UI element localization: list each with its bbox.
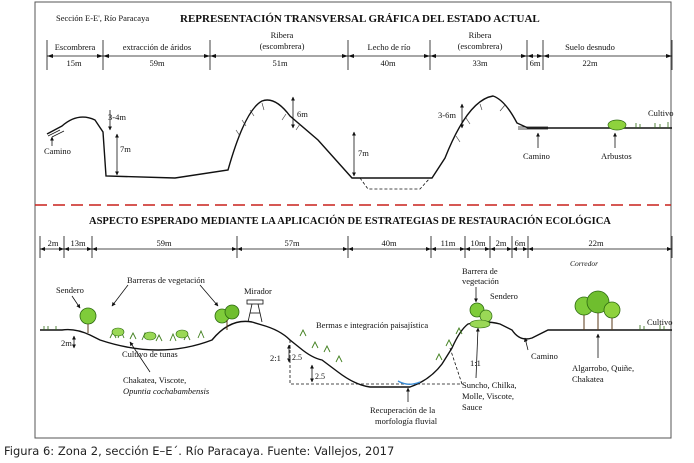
bottom-species-right-1: Suncho, Chilka, [462,380,517,390]
top-width-40m: 40m [380,58,396,68]
bottom-width-10m: 10m [470,238,486,248]
bottom-width-11m: 11m [441,238,456,248]
top-dimension-ticks [47,54,672,58]
bottom-species-far-1: Algarrobo, Quiñe, [572,363,634,373]
bottom-dimension-ticks [40,247,672,251]
bottom-cultivo-tunas: Cultivo de tunas [122,349,178,359]
top-camino-right: Camino [523,151,550,161]
top-grass-tufts [635,122,669,128]
top-terrain-profile [46,95,672,179]
bottom-dim-25b: 2.5 [315,372,325,381]
camino-arrow [523,337,529,351]
bottom-river-water [397,380,421,385]
bottom-vegetation [43,290,665,363]
bottom-species-left-italic: Opuntia cochabambensis [123,386,210,396]
bottom-width-2m-a: 2m [48,238,59,248]
bottom-sendero-left: Sendero [56,285,84,295]
bottom-width-2m-b: 2m [496,238,507,248]
bottom-dim-2m: 2m [61,338,72,348]
top-width-15m: 15m [66,58,82,68]
bottom-ratio-left: 2:1 [270,353,281,363]
top-slope-hatching [235,102,506,143]
top-width-6m: 6m [530,58,541,68]
top-vertical-dims [108,96,464,177]
bottom-dashed-section [289,340,463,385]
bottom-corredor: Corredor [570,259,598,268]
top-seg-ribera-2-sub: (escombrera) [458,41,503,51]
top-segment-dividers [46,40,673,70]
bottom-sendero-right: Sendero [490,291,518,301]
top-seg-extraccion: extracción de áridos [123,42,191,52]
bottom-width-6m: 6m [515,238,526,248]
bottom-recuperacion-1: Recuperación de la [370,405,435,415]
bottom-width-dividers [39,236,673,258]
top-dim-3-4m: 3-4m [108,112,126,122]
bottom-dim-25a: 2.5 [292,353,302,362]
mirador-structure [246,299,264,323]
barreras-arrow-left [111,284,129,307]
bottom-recuperacion-2: morfología fluvial [375,416,438,426]
caption-label: Figura 6: [4,444,55,458]
top-riverbed-dashed [359,177,431,190]
top-seg-ribera-1-title: Ribera [271,30,294,40]
top-title: REPRESENTACIÓN TRANSVERSAL GRÁFICA DEL E… [180,13,540,25]
barreras-arrow-right [199,284,219,307]
top-seg-lecho: Lecho de río [368,42,411,52]
bottom-width-22m: 22m [588,238,604,248]
top-shrub [607,119,627,131]
top-seg-ribera-2-title: Ribera [469,30,492,40]
bottom-vertical-dims [72,335,314,383]
top-width-51m: 51m [272,58,288,68]
bottom-species-right-2: Molle, Viscote, [462,391,514,401]
section-label: Sección E-E', Río Paracaya [56,13,149,23]
bottom-width-57m: 57m [284,238,300,248]
bottom-width-59m: 59m [156,238,172,248]
top-cultivo: Cultivo [648,108,674,118]
top-seg-ribera-1-sub: (escombrera) [260,41,305,51]
top-arbustos: Arbustos [601,151,632,161]
top-seg-suelo: Suelo desnudo [565,42,615,52]
sendero-left-arrow [71,295,81,309]
bottom-ratio-right: 1:1 [470,358,481,368]
bottom-barrera-right-2: vegetación [462,276,500,286]
caption-text: Zona 2, sección E–E´. Río Paracaya. Fuen… [57,444,395,458]
bottom-mirador: Mirador [244,286,272,296]
diagram-border [34,1,672,439]
bottom-species-left: Chakatea, Viscote, [123,375,186,385]
top-dim-6m: 6m [297,109,308,119]
bottom-title: ASPECTO ESPERADO MEDIANTE LA APLICACIÓN … [89,215,611,227]
bottom-width-40m: 40m [381,238,397,248]
top-width-33m: 33m [472,58,488,68]
bottom-species-right-3: Sauce [462,402,483,412]
top-dim-7m-center: 7m [358,148,369,158]
top-seg-escombrera: Escombrera [55,42,96,52]
top-width-59m: 59m [149,58,165,68]
bottom-camino: Camino [531,351,558,361]
top-width-22m: 22m [582,58,598,68]
bottom-bermas: Bermas e integración paisajística [316,320,428,330]
species-left-arrow [129,341,151,373]
bottom-barreras: Barreras de vegetación [127,275,206,285]
species-right-arrow [475,327,480,379]
bottom-barrera-right-1: Barrera de [462,266,498,276]
bottom-cultivo: Cultivo [647,317,673,327]
top-dim-7m-left: 7m [120,144,131,154]
figure-caption: Figura 6: Zona 2, sección E–E´. Río Para… [4,444,694,458]
bottom-species-far-2: Chakatea [572,374,604,384]
top-dim-3-6m: 3-6m [438,110,456,120]
bottom-width-13m: 13m [70,238,86,248]
top-road-marks [47,126,548,138]
top-camino-left: Camino [44,146,71,156]
